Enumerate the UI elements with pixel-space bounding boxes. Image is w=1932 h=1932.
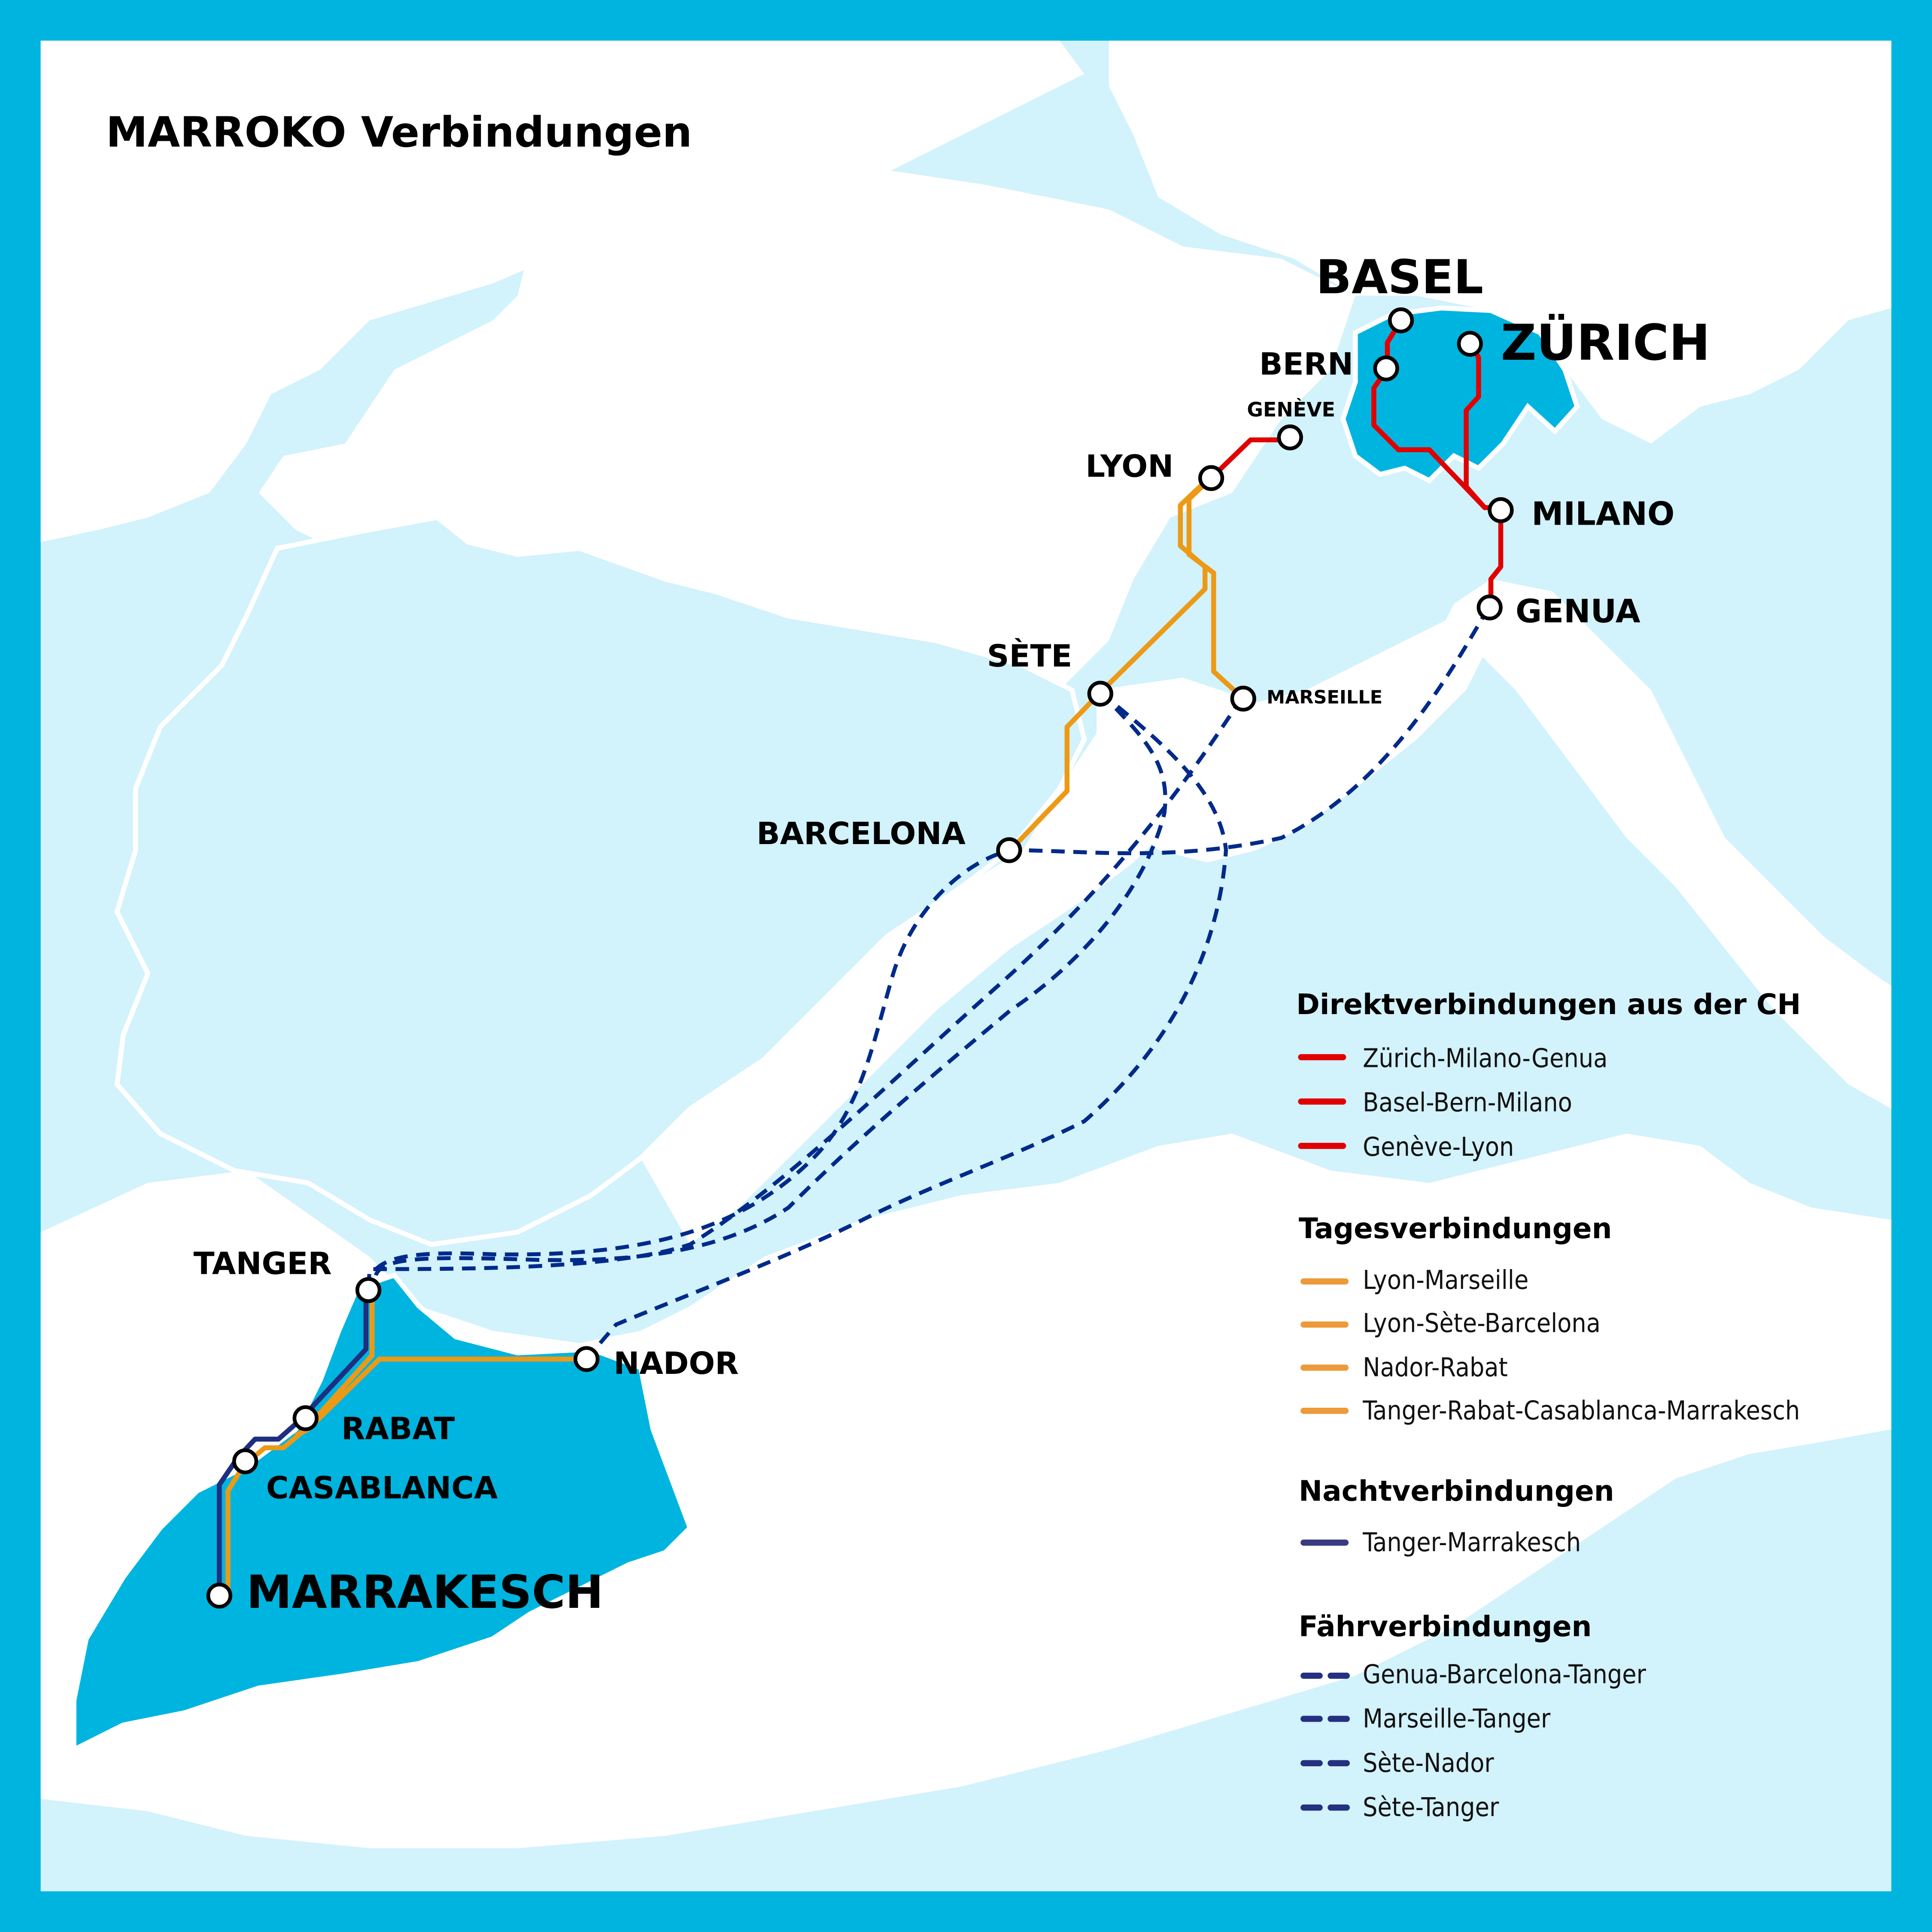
node-zurich (1457, 331, 1483, 357)
legend-item: Nador-Rabat (1363, 1353, 1508, 1383)
node-geneve (1277, 424, 1303, 450)
legend-item: Zürich-Milano-Genua (1363, 1043, 1607, 1073)
line-tanger-marrakesch-day (225, 1291, 375, 1590)
label-geneve: GENÈVE (1247, 398, 1335, 421)
label-casablanca: CASABLANCA (266, 1470, 498, 1506)
legend-item: Tanger-Rabat-Casablanca-Marrakesch (1362, 1396, 1800, 1426)
land-white (40, 40, 1892, 1848)
line-tanger-marrakesch-night (217, 1291, 369, 1590)
label-genua: GENUA (1516, 592, 1640, 630)
legend-item: Tanger-Marrakesch (1362, 1528, 1581, 1558)
direct-lines (1209, 319, 1504, 608)
node-marrakesch (206, 1583, 232, 1609)
node-lyon (1198, 465, 1224, 491)
label-marrakesch: MARRAKESCH (246, 1566, 604, 1619)
label-rabat: RABAT (341, 1410, 455, 1446)
node-basel (1388, 307, 1414, 334)
iberia-land (114, 515, 1087, 1247)
label-barcelona: BARCELONA (756, 815, 966, 851)
label-nador: NADOR (614, 1345, 738, 1381)
legend-item: Sète-Nador (1363, 1748, 1494, 1778)
legend-item: Genève-Lyon (1363, 1132, 1514, 1162)
line-geneve-lyon (1209, 437, 1288, 480)
label-sete: SÈTE (987, 638, 1072, 674)
node-barcelona (996, 837, 1022, 863)
ferry-sete-tanger (374, 691, 1167, 1276)
legend-item: Marseille-Tanger (1363, 1704, 1551, 1734)
legend-item: Sète-Tanger (1363, 1792, 1499, 1823)
city-nodes (206, 307, 1514, 1609)
node-bern (1373, 355, 1399, 382)
node-genua (1476, 594, 1503, 620)
ferry-marseille-tanger (366, 696, 1244, 1288)
legend-item: Genua-Barcelona-Tanger (1363, 1659, 1646, 1689)
label-tanger: TANGER (194, 1245, 332, 1281)
ferry-lines (366, 606, 1490, 1361)
node-milano (1488, 497, 1514, 523)
legend-heading-ferry: Fährverbindungen (1299, 1610, 1592, 1643)
node-casablanca (232, 1448, 258, 1474)
legend-heading-direct: Direktverbindungen aus der CH (1296, 988, 1801, 1021)
label-basel: BASEL (1316, 250, 1483, 304)
node-nador (573, 1346, 600, 1372)
label-marseille: MARSEILLE (1267, 687, 1382, 708)
label-bern: BERN (1259, 346, 1353, 382)
legend-heading-night: Nachtverbindungen (1299, 1475, 1614, 1508)
legend: Direktverbindungen aus der CH Zürich-Mil… (1296, 988, 1801, 1823)
map-title: MARROKO Verbindungen (106, 108, 692, 157)
node-rabat (292, 1405, 319, 1431)
day-lines (225, 476, 1244, 1590)
label-milano: MILANO (1531, 495, 1674, 533)
node-sete (1087, 680, 1113, 707)
legend-heading-day: Tagesverbindungen (1299, 1212, 1612, 1245)
label-lyon: LYON (1085, 448, 1173, 484)
ferry-genua-barcelona-tanger (366, 606, 1490, 1288)
ferry-sete-nador (585, 691, 1228, 1361)
label-zurich: ZÜRICH (1501, 314, 1710, 372)
line-basel-bern-milano (1371, 319, 1487, 510)
switzerland-region (1340, 305, 1580, 484)
node-tanger (355, 1277, 382, 1303)
legend-item: Lyon-Sète-Barcelona (1363, 1308, 1601, 1338)
line-lyon-sete-barcelona (1009, 481, 1208, 852)
node-marseille (1230, 686, 1256, 712)
legend-item: Lyon-Marseille (1363, 1265, 1528, 1295)
legend-item: Basel-Bern-Milano (1363, 1088, 1572, 1118)
